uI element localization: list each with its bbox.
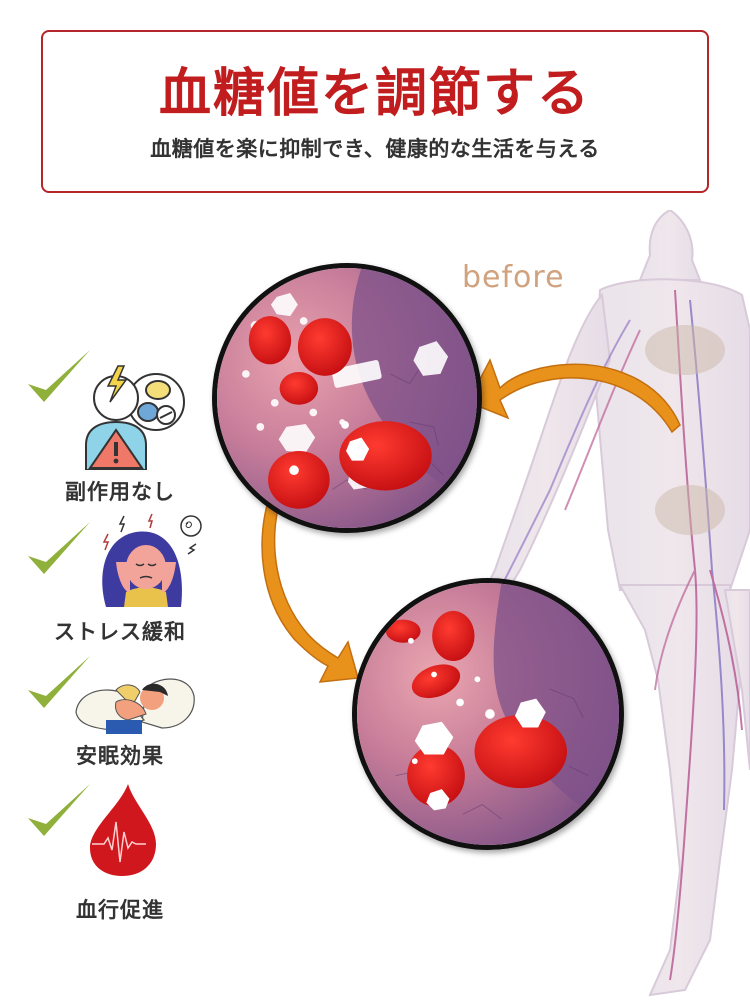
arrow-to-after-view-icon bbox=[261, 493, 359, 683]
benefit-label: 血行促進 bbox=[76, 898, 164, 922]
checkmark-icon bbox=[28, 784, 90, 836]
arrow-to-before-view-icon bbox=[466, 358, 681, 434]
stress-relief-icon bbox=[102, 513, 202, 607]
sleep-icon bbox=[75, 678, 195, 734]
after-blood-view bbox=[352, 578, 624, 850]
before-blood-view bbox=[212, 263, 482, 533]
benefit-stress-relief: ストレス緩和 bbox=[20, 512, 220, 652]
checkmark-icon bbox=[28, 522, 90, 574]
benefit-label: ストレス緩和 bbox=[54, 620, 186, 644]
benefit-label: 安眠効果 bbox=[76, 744, 164, 768]
benefit-label: 副作用なし bbox=[65, 480, 175, 504]
blood-drop-icon bbox=[90, 784, 156, 876]
headline-banner: 血糖値を調節する 血糖値を楽に抑制でき、健康的な生活を与える bbox=[41, 30, 709, 193]
no-side-effects-icon bbox=[85, 365, 185, 470]
before-label: before bbox=[462, 260, 565, 295]
human-body-illustration bbox=[483, 210, 750, 997]
page-title: 血糖値を調節する bbox=[158, 64, 591, 124]
benefit-sleep: 安眠効果 bbox=[20, 650, 220, 780]
illustration-scene: before bbox=[0, 200, 750, 1000]
page-subtitle: 血糖値を楽に抑制でき、健康的な生活を与える bbox=[150, 137, 600, 161]
benefit-no-side-effects: 副作用なし bbox=[20, 340, 220, 510]
benefit-blood-circulation: 血行促進 bbox=[20, 780, 220, 930]
